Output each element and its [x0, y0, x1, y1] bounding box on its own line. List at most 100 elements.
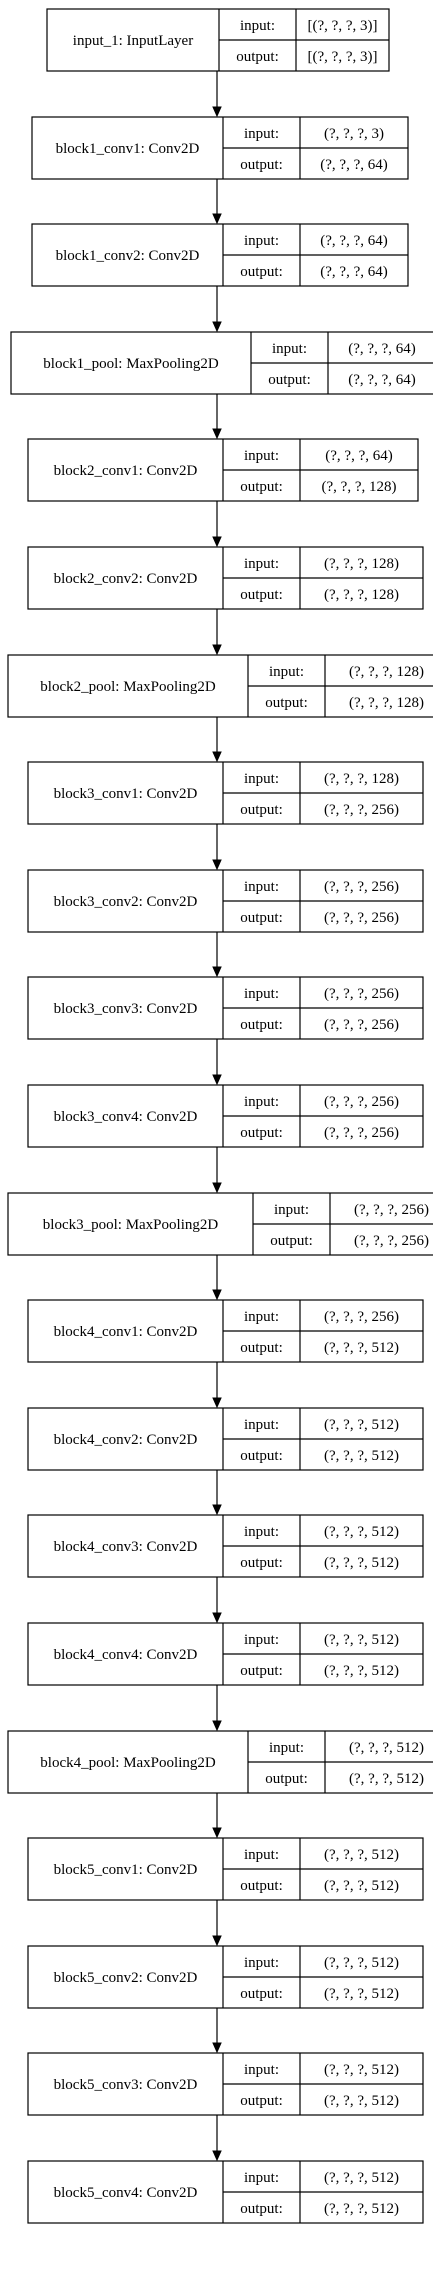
- arrowhead: [212, 1935, 222, 1947]
- input-label: input:: [240, 18, 275, 34]
- output-label: output:: [240, 2201, 283, 2217]
- layer-name: block3_pool: MaxPooling2D: [43, 1217, 219, 1233]
- output-shape: (?, ?, ?, 512): [324, 1340, 399, 1356]
- arrowhead: [212, 1827, 222, 1839]
- arrowhead: [212, 966, 222, 978]
- input-shape: (?, ?, ?, 512): [324, 1417, 399, 1433]
- layer-name: block4_conv2: Conv2D: [54, 1432, 198, 1448]
- edge-arrow: [212, 1685, 222, 1732]
- input-shape: (?, ?, ?, 128): [349, 664, 424, 680]
- input-label: input:: [272, 341, 307, 357]
- output-shape: (?, ?, ?, 256): [354, 1233, 429, 1249]
- layer-node: input_1: InputLayer input: output: [(?, ?, …: [46, 8, 390, 72]
- arrowhead: [212, 859, 222, 871]
- input-shape: (?, ?, ?, 256): [324, 1094, 399, 1110]
- output-shape: (?, ?, ?, 512): [349, 1771, 424, 1787]
- layer-node: block3_pool: MaxPooling2D input: output: (?…: [7, 1192, 433, 1256]
- input-shape: [(?, ?, ?, 3)]: [308, 18, 378, 34]
- output-shape: (?, ?, ?, 512): [324, 1986, 399, 2002]
- output-label: output:: [240, 1125, 283, 1141]
- arrowhead: [212, 106, 222, 118]
- edge-arrow: [212, 1255, 222, 1301]
- input-label: input:: [244, 126, 279, 142]
- arrowhead: [212, 1397, 222, 1409]
- output-label: output:: [240, 2093, 283, 2109]
- edge-arrow: [212, 1470, 222, 1516]
- input-label: input:: [244, 1632, 279, 1648]
- input-shape: (?, ?, ?, 256): [354, 1202, 429, 1218]
- output-shape: (?, ?, ?, 128): [324, 587, 399, 603]
- input-label: input:: [274, 1202, 309, 1218]
- input-label: input:: [244, 2062, 279, 2078]
- layer-name: block5_conv4: Conv2D: [54, 2185, 198, 2201]
- arrowhead: [212, 1612, 222, 1624]
- edge-arrow: [212, 1147, 222, 1194]
- layer-node: block3_conv3: Conv2D input: output: (?, ?, …: [27, 976, 424, 1040]
- output-label: output:: [240, 157, 283, 173]
- edge-arrow: [212, 1362, 222, 1409]
- input-shape: (?, ?, ?, 128): [324, 771, 399, 787]
- arrowhead: [212, 1720, 222, 1732]
- input-shape: (?, ?, ?, 512): [324, 1632, 399, 1648]
- input-shape: (?, ?, ?, 512): [324, 1955, 399, 1971]
- input-label: input:: [244, 1309, 279, 1325]
- arrowhead: [212, 213, 222, 225]
- input-shape: (?, ?, ?, 512): [324, 1524, 399, 1540]
- input-label: input:: [244, 2170, 279, 2186]
- output-label: output:: [240, 1878, 283, 1894]
- edge-arrow: [212, 2115, 222, 2162]
- edge-arrow: [212, 932, 222, 978]
- arrowhead: [212, 1074, 222, 1086]
- arrowhead: [212, 2150, 222, 2162]
- output-label: output:: [240, 910, 283, 926]
- output-shape: (?, ?, ?, 512): [324, 1878, 399, 1894]
- output-label: output:: [240, 1986, 283, 2002]
- edge-arrow: [212, 286, 222, 333]
- output-label: output:: [240, 1017, 283, 1033]
- edge-arrow: [212, 1577, 222, 1624]
- output-label: output:: [265, 1771, 308, 1787]
- output-shape: (?, ?, ?, 512): [324, 1555, 399, 1571]
- edge-arrow: [212, 394, 222, 440]
- input-shape: (?, ?, ?, 64): [325, 448, 392, 464]
- edge-arrow: [212, 1900, 222, 1947]
- layer-name: block3_conv1: Conv2D: [54, 786, 198, 802]
- output-shape: [(?, ?, ?, 3)]: [308, 49, 378, 65]
- output-label: output:: [236, 49, 279, 65]
- layer-name: block3_conv4: Conv2D: [54, 1109, 198, 1125]
- input-shape: (?, ?, ?, 512): [324, 2170, 399, 2186]
- layer-name: block1_conv2: Conv2D: [56, 248, 200, 264]
- input-label: input:: [244, 986, 279, 1002]
- edge-arrow: [212, 501, 222, 548]
- output-label: output:: [240, 1555, 283, 1571]
- output-shape: (?, ?, ?, 128): [322, 479, 397, 495]
- arrowhead: [212, 644, 222, 656]
- layer-name: block2_pool: MaxPooling2D: [40, 679, 216, 695]
- input-shape: (?, ?, ?, 256): [324, 879, 399, 895]
- output-label: output:: [240, 1340, 283, 1356]
- output-label: output:: [240, 1448, 283, 1464]
- arrowhead: [212, 1182, 222, 1194]
- layer-name: block4_conv3: Conv2D: [54, 1539, 198, 1555]
- edge-arrow: [212, 609, 222, 656]
- layer-name: input_1: InputLayer: [73, 33, 193, 49]
- output-shape: (?, ?, ?, 64): [348, 372, 415, 388]
- arrowhead: [212, 1289, 222, 1301]
- layer-node: block4_pool: MaxPooling2Dinput:output:(?…: [7, 1730, 433, 1794]
- input-label: input:: [244, 1094, 279, 1110]
- output-shape: (?, ?, ?, 256): [324, 1017, 399, 1033]
- output-label: output:: [270, 1233, 313, 1249]
- layer-name: block3_conv3: Conv2D: [54, 1001, 198, 1017]
- arrowhead: [212, 751, 222, 763]
- output-shape: (?, ?, ?, 256): [324, 1125, 399, 1141]
